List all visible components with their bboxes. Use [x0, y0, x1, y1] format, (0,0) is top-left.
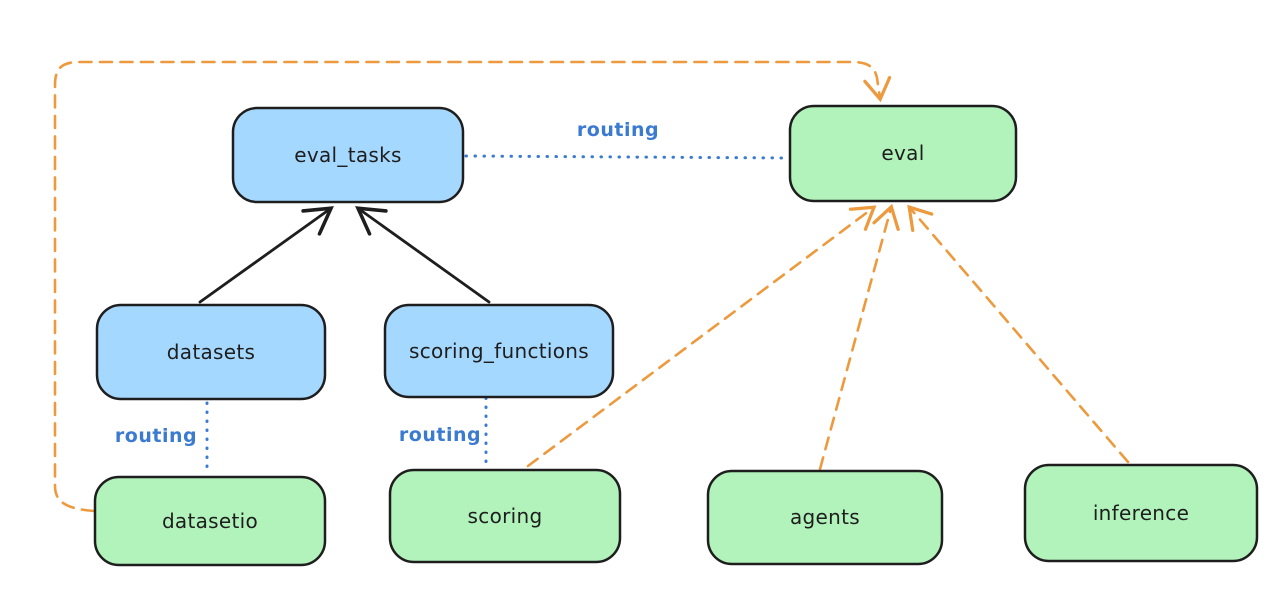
node-scoring-label: scoring [468, 504, 543, 528]
node-eval-box [788, 104, 1018, 203]
edge-inference-to-eval [907, 204, 1130, 464]
node-scoring-functions-label: scoring_functions [409, 339, 589, 363]
edge-scoring-to-eval [526, 205, 877, 468]
node-eval-tasks: eval_tasks [231, 106, 465, 204]
node-inference-box [1023, 463, 1259, 563]
node-datasetio-box [93, 475, 327, 567]
edge-layer [53, 60, 1130, 513]
node-agents: agents [706, 469, 944, 566]
node-inference-label: inference [1093, 501, 1189, 525]
edge-scoring-functions-to-eval-tasks [355, 206, 491, 304]
edge-datasetio-to-eval [53, 60, 892, 513]
node-inference: inference [1023, 463, 1259, 563]
edge-agents-to-eval [818, 203, 900, 471]
node-eval-tasks-box [231, 106, 465, 204]
node-scoring-box [388, 468, 622, 564]
routing-label-top: routing [577, 119, 659, 141]
node-agents-box [706, 469, 944, 566]
edge-eval-tasks-to-eval-routing [464, 154, 789, 160]
node-eval: eval [788, 104, 1018, 203]
node-eval-tasks-label: eval_tasks [294, 143, 401, 167]
node-datasetio: datasetio [93, 475, 327, 567]
node-scoring-functions-box [383, 303, 615, 399]
node-agents-label: agents [790, 505, 860, 529]
node-scoring-functions: scoring_functions [383, 303, 615, 399]
node-datasetio-label: datasetio [162, 509, 258, 533]
node-eval-label: eval [881, 141, 924, 165]
node-datasets-box [95, 303, 327, 401]
node-scoring: scoring [388, 468, 622, 564]
node-datasets-label: datasets [167, 340, 255, 364]
edge-datasets-to-eval-tasks [198, 206, 334, 304]
routing-label-middle: routing [399, 424, 481, 446]
routing-label-left: routing [115, 425, 197, 447]
node-datasets: datasets [95, 303, 327, 401]
